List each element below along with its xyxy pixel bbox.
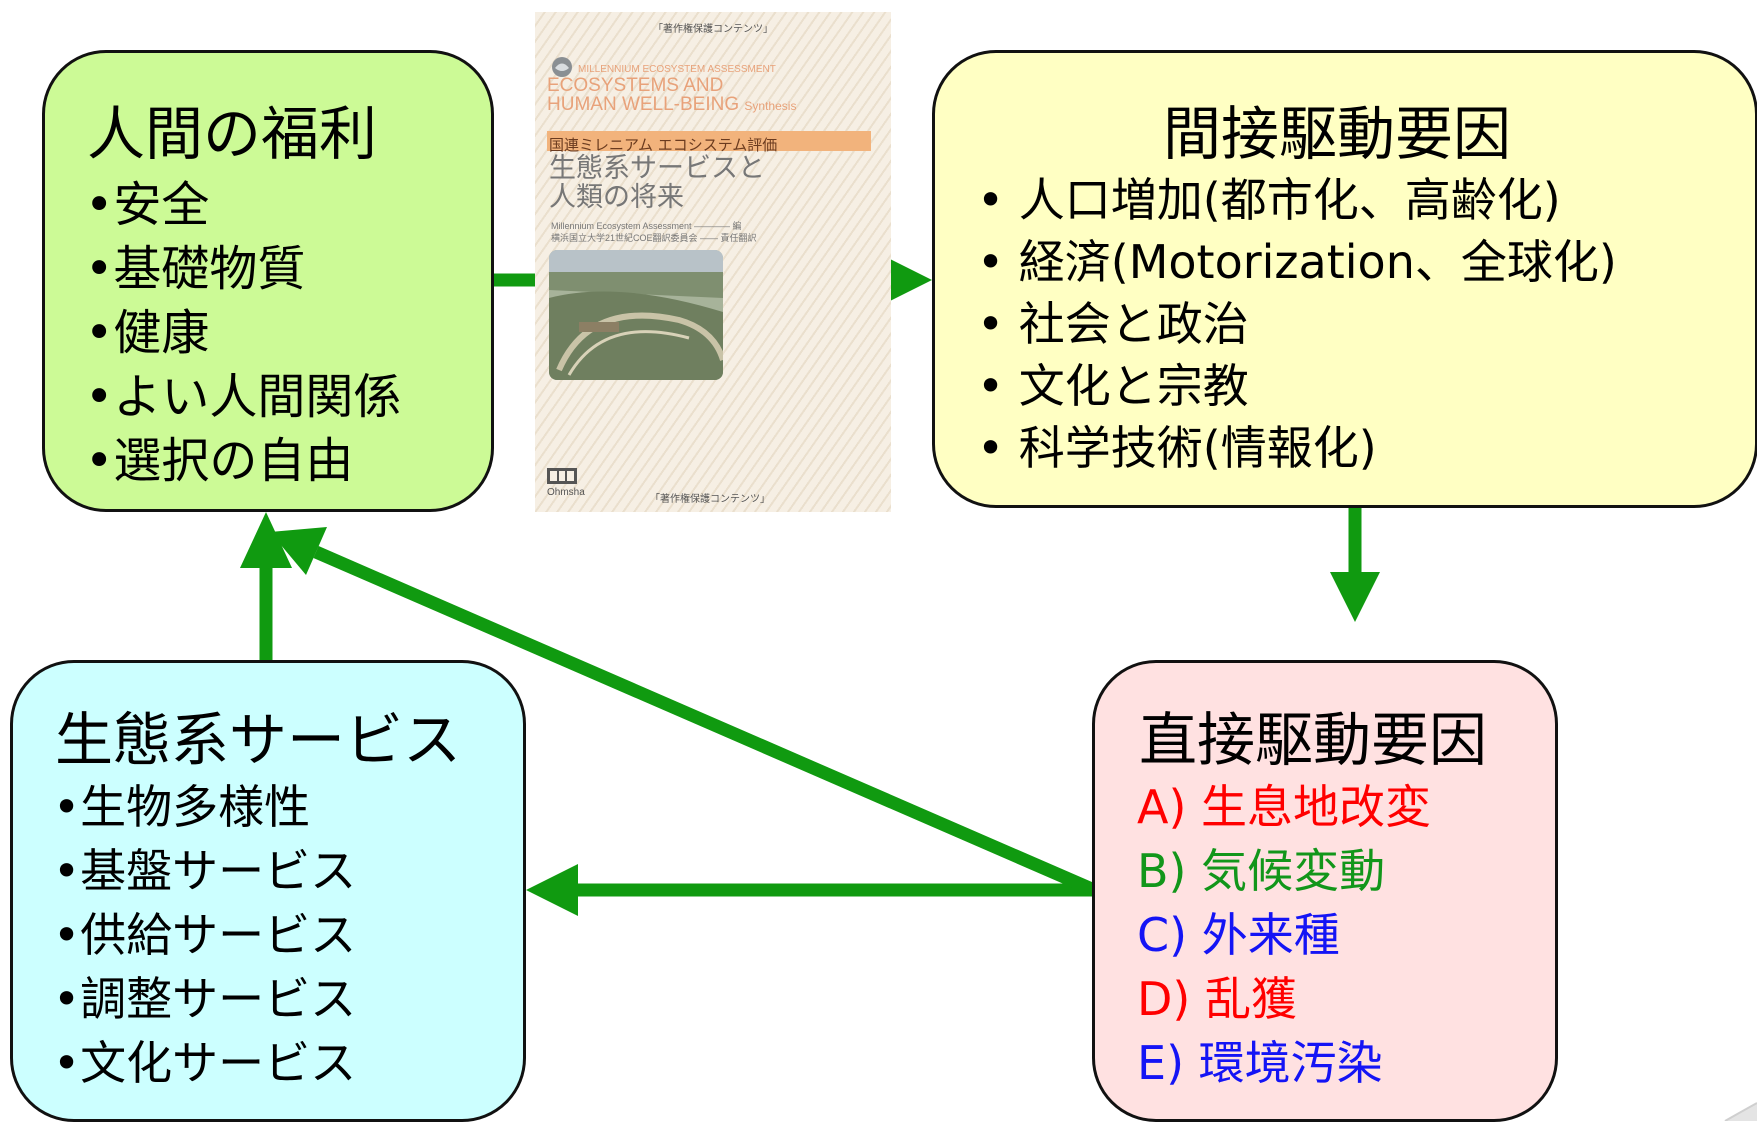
book-publisher: Ohmsha <box>547 487 585 498</box>
indirect-drivers-box: 間接駆動要因 • 人口増加(都市化、高齢化) • 経済(Motorization… <box>932 50 1757 508</box>
book-series-name: MILLENNIUM ECOSYSTEM ASSESSMENT <box>578 64 776 75</box>
ecosystem-services-list: •生物多様性 •基盤サービス •供給サービス •調整サービス •文化サービス <box>53 775 356 1095</box>
book-copyright-note: 「著作権保護コンテンツ」 <box>650 494 770 505</box>
ecosystem-service-item: •調整サービス <box>53 972 357 1026</box>
book-title-japanese: 生態系サービスと 人類の将来 <box>549 154 765 212</box>
ecosystem-service-item: •文化サービス <box>53 1036 357 1090</box>
arrow-direct-to-wellbeing <box>270 527 1097 896</box>
human-wellbeing-list: •安全 •基礎物質 •健康 •よい人間関係 •選択の自由 <box>85 173 401 493</box>
book-authors: Millennium Ecosystem Assessment ———— 編 横… <box>551 220 757 244</box>
book-cover-image: 「著作権保護コンテンツ」 MILLENNIUM ECOSYSTEM ASSESS… <box>535 12 891 512</box>
indirect-driver-item: • 経済(Motorization、全球化) <box>977 235 1617 289</box>
indirect-driver-item: • 科学技術(情報化) <box>977 421 1377 475</box>
human-wellbeing-item: •安全 <box>85 177 210 233</box>
indirect-driver-item: • 人口増加(都市化、高齢化) <box>977 173 1561 227</box>
arrow-indirect-to-direct <box>1330 506 1380 622</box>
direct-driver-item: C) 外来種 <box>1137 908 1340 962</box>
ecosystem-service-item: •基盤サービス <box>53 844 357 898</box>
arrow-direct-to-ecosystem <box>526 864 1094 916</box>
corner-curl-icon <box>1724 1102 1757 1121</box>
human-wellbeing-item: •健康 <box>85 305 210 361</box>
direct-driver-item: E) 環境汚染 <box>1137 1036 1383 1090</box>
book-title-band <box>547 131 871 151</box>
book-author-line: 横浜国立大学21世紀COE翻訳委員会 —— 責任翻訳 <box>551 233 757 243</box>
direct-driver-item: B) 気候変動 <box>1137 844 1386 898</box>
book-cover-photo <box>549 250 723 380</box>
book-title-english-line2: HUMAN WELL-BEING Synthesis <box>547 95 796 116</box>
human-wellbeing-title: 人間の福利 <box>87 100 378 168</box>
direct-drivers-title: 直接駆動要因 <box>1139 706 1488 774</box>
arrow-ecosystem-to-wellbeing <box>240 512 292 660</box>
book-title-english: ECOSYSTEMS AND HUMAN WELL-BEING Synthesi… <box>547 76 796 116</box>
ma-logo-icon <box>552 57 572 77</box>
direct-driver-item: D) 乱獲 <box>1137 972 1297 1026</box>
ohm-logo-icon <box>547 468 577 484</box>
ecosystem-service-item: •供給サービス <box>53 908 357 962</box>
human-wellbeing-item: •選択の自由 <box>85 433 354 489</box>
indirect-driver-item: • 社会と政治 <box>977 297 1249 351</box>
book-title-japanese-line1: 生態系サービスと <box>549 153 765 183</box>
book-band-text: 国連ミレニアム エコシステム評価 <box>549 136 778 154</box>
human-wellbeing-item: •基礎物質 <box>85 241 306 297</box>
book-title-japanese-line2: 人類の将来 <box>549 182 684 212</box>
direct-drivers-list: A) 生息地改変 B) 気候変動 C) 外来種 D) 乱獲 E) 環境汚染 <box>1137 775 1431 1095</box>
indirect-drivers-title: 間接駆動要因 <box>1163 100 1512 168</box>
indirect-driver-item: • 文化と宗教 <box>977 359 1249 413</box>
book-title-english-main: HUMAN WELL-BEING <box>547 94 740 115</box>
human-wellbeing-box: 人間の福利 •安全 •基礎物質 •健康 •よい人間関係 •選択の自由 <box>42 50 494 512</box>
ecosystem-services-title: 生態系サービス <box>55 706 462 774</box>
book-author-line: Millennium Ecosystem Assessment ———— 編 <box>551 221 742 231</box>
ecosystem-service-item: •生物多様性 <box>53 780 311 834</box>
book-title-english-line1: ECOSYSTEMS AND <box>547 75 724 96</box>
ecosystem-services-box: 生態系サービス •生物多様性 •基盤サービス •供給サービス •調整サービス •… <box>10 660 526 1122</box>
human-wellbeing-item: •よい人間関係 <box>85 369 402 425</box>
direct-driver-item: A) 生息地改変 <box>1137 780 1432 834</box>
direct-drivers-box: 直接駆動要因 A) 生息地改変 B) 気候変動 C) 外来種 D) 乱獲 E) … <box>1092 660 1558 1122</box>
book-title-synthesis: Synthesis <box>744 99 797 113</box>
book-copyright-note: 「著作権保護コンテンツ」 <box>653 24 773 35</box>
indirect-drivers-list: • 人口増加(都市化、高齢化) • 経済(Motorization、全球化) •… <box>977 169 1617 479</box>
